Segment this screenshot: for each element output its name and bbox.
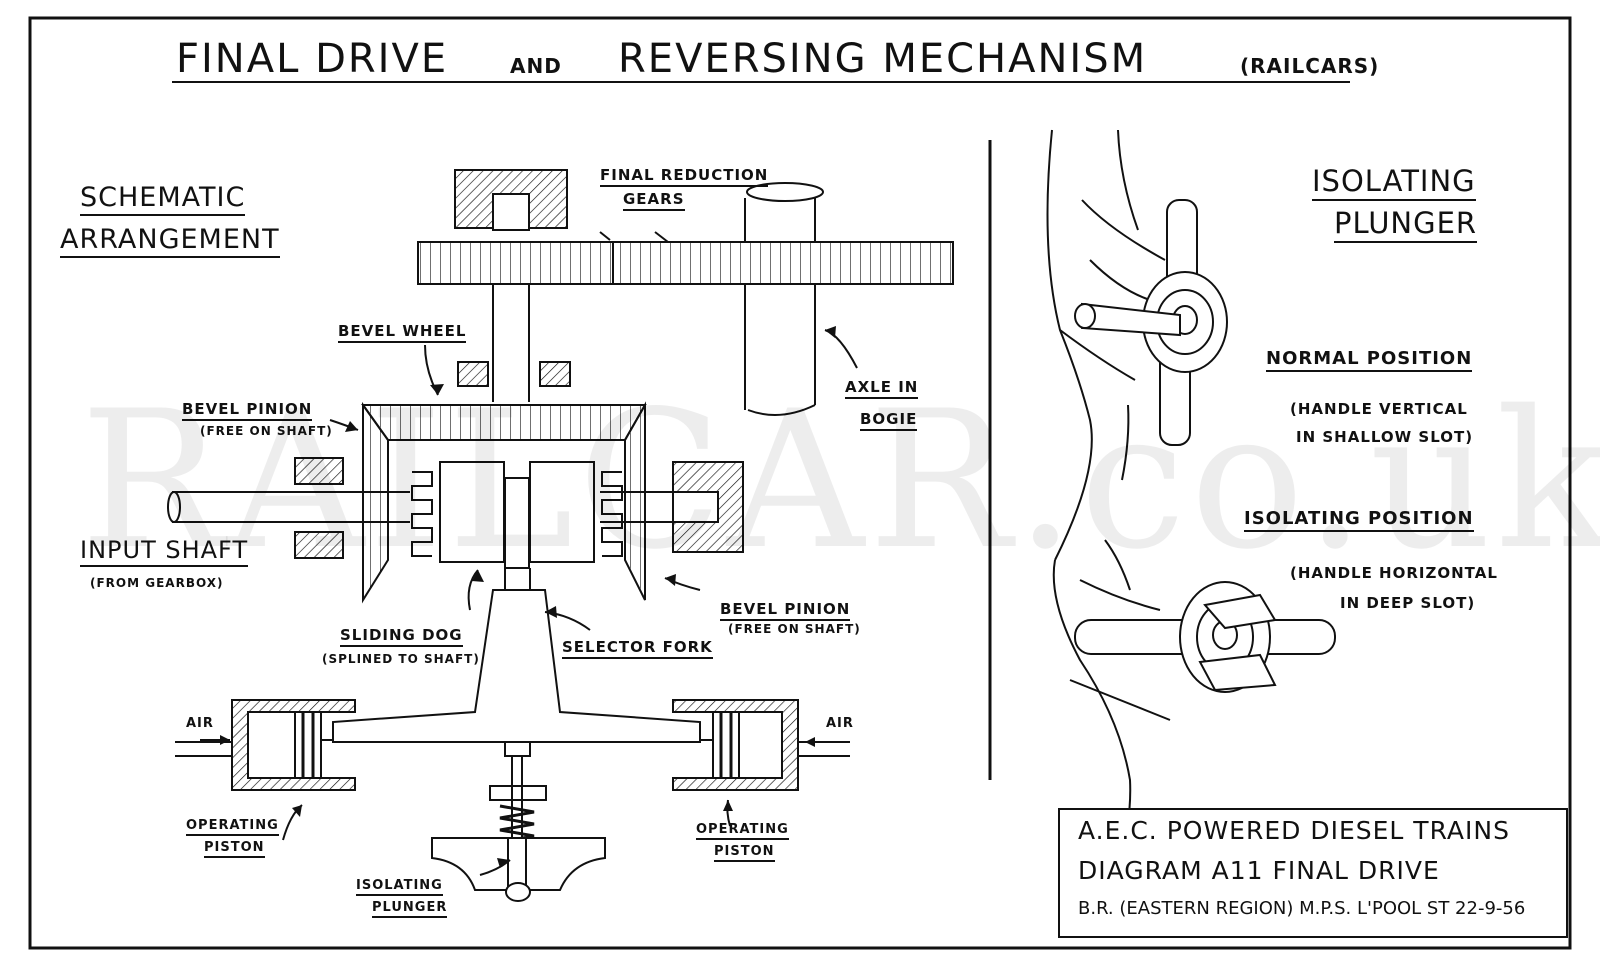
sheet-border [28,16,1572,950]
isolating-position-title: ISOLATING POSITION [1244,508,1474,532]
normal-position-line-1: (HANDLE VERTICAL [1290,400,1468,418]
label-sliding-dog-2: (SPLINED TO SHAFT) [322,652,480,666]
label-input-shaft-2: (FROM GEARBOX) [90,576,224,590]
selector-fork [332,568,701,757]
watermark: RAILCAR.co.uk [80,370,1600,591]
label-final-reduction-2: GEARS [623,190,685,211]
cylinder-left [175,699,356,791]
isolating-position-line-1: (HANDLE HORIZONTAL [1290,564,1498,582]
title-sub: (RAILCARS) [1240,54,1380,78]
cylinder-right [672,699,850,791]
plunger-sketch-isolating [1052,539,1336,871]
sliding-dog [411,461,623,569]
label-sliding-dog-1: SLIDING DOG [340,626,463,647]
credit-line-2: DIAGRAM A11 FINAL DRIVE [1078,856,1440,885]
isolating-heading-2: PLUNGER [1334,206,1478,243]
bevel-wheel-shaft [457,284,571,402]
axle-in-bogie [744,182,824,416]
label-axle-2: BOGIE [860,410,918,431]
label-air-left: AIR [186,716,214,731]
label-air-right: AIR [826,716,854,731]
isolating-position-line-2: IN DEEP SLOT) [1340,594,1476,612]
schematic-heading-2: ARRANGEMENT [60,224,280,258]
isolating-plunger-schematic [431,756,606,902]
input-shaft [167,491,673,523]
label-bevel-pinion-left-1: BEVEL PINION [182,400,313,421]
label-operating-piston-left-2: PISTON [204,840,265,858]
bearing-right [672,461,744,553]
label-input-shaft-1: INPUT SHAFT [80,536,249,567]
label-operating-piston-right-1: OPERATING [696,822,789,840]
label-isolating-plunger-2: PLUNGER [372,900,448,918]
normal-position-line-2: IN SHALLOW SLOT) [1296,428,1474,446]
label-operating-piston-right-2: PISTON [714,844,775,862]
schematic-heading-1: SCHEMATIC [80,182,246,216]
plunger-sketch-normal [1046,129,1228,561]
label-isolating-plunger-1: ISOLATING [356,878,443,896]
bevel-pinion-left [362,401,389,604]
label-bevel-pinion-left-2: (FREE ON SHAFT) [200,424,333,438]
normal-position-title: NORMAL POSITION [1266,348,1473,372]
title-main-1: FINAL DRIVE [176,36,449,82]
title-and: AND [510,54,562,78]
label-final-reduction-1: FINAL REDUCTION [600,166,769,187]
label-bevel-wheel: BEVEL WHEEL [338,322,467,343]
bearing-left-bottom [294,531,344,559]
label-operating-piston-left-1: OPERATING [186,818,279,836]
credit-line-3: B.R. (EASTERN REGION) M.P.S. L'POOL ST 2… [1078,898,1526,919]
bevel-pinion-right [624,401,646,601]
label-selector-fork: SELECTOR FORK [562,638,713,659]
bearing-left-top [294,457,344,485]
label-axle-1: AXLE IN [845,378,919,399]
leader-arrows [200,231,858,876]
credit-box: A.E.C. POWERED DIESEL TRAINS DIAGRAM A11… [1058,808,1568,938]
title-main-2: REVERSING MECHANISM [618,36,1148,82]
credit-line-1: A.E.C. POWERED DIESEL TRAINS [1078,816,1510,845]
isolating-heading-1: ISOLATING [1312,164,1476,201]
arrow-heads [220,326,836,868]
final-reduction-gears [417,169,954,285]
label-bevel-pinion-right-1: BEVEL PINION [720,600,851,621]
label-bevel-pinion-right-2: (FREE ON SHAFT) [728,622,861,636]
